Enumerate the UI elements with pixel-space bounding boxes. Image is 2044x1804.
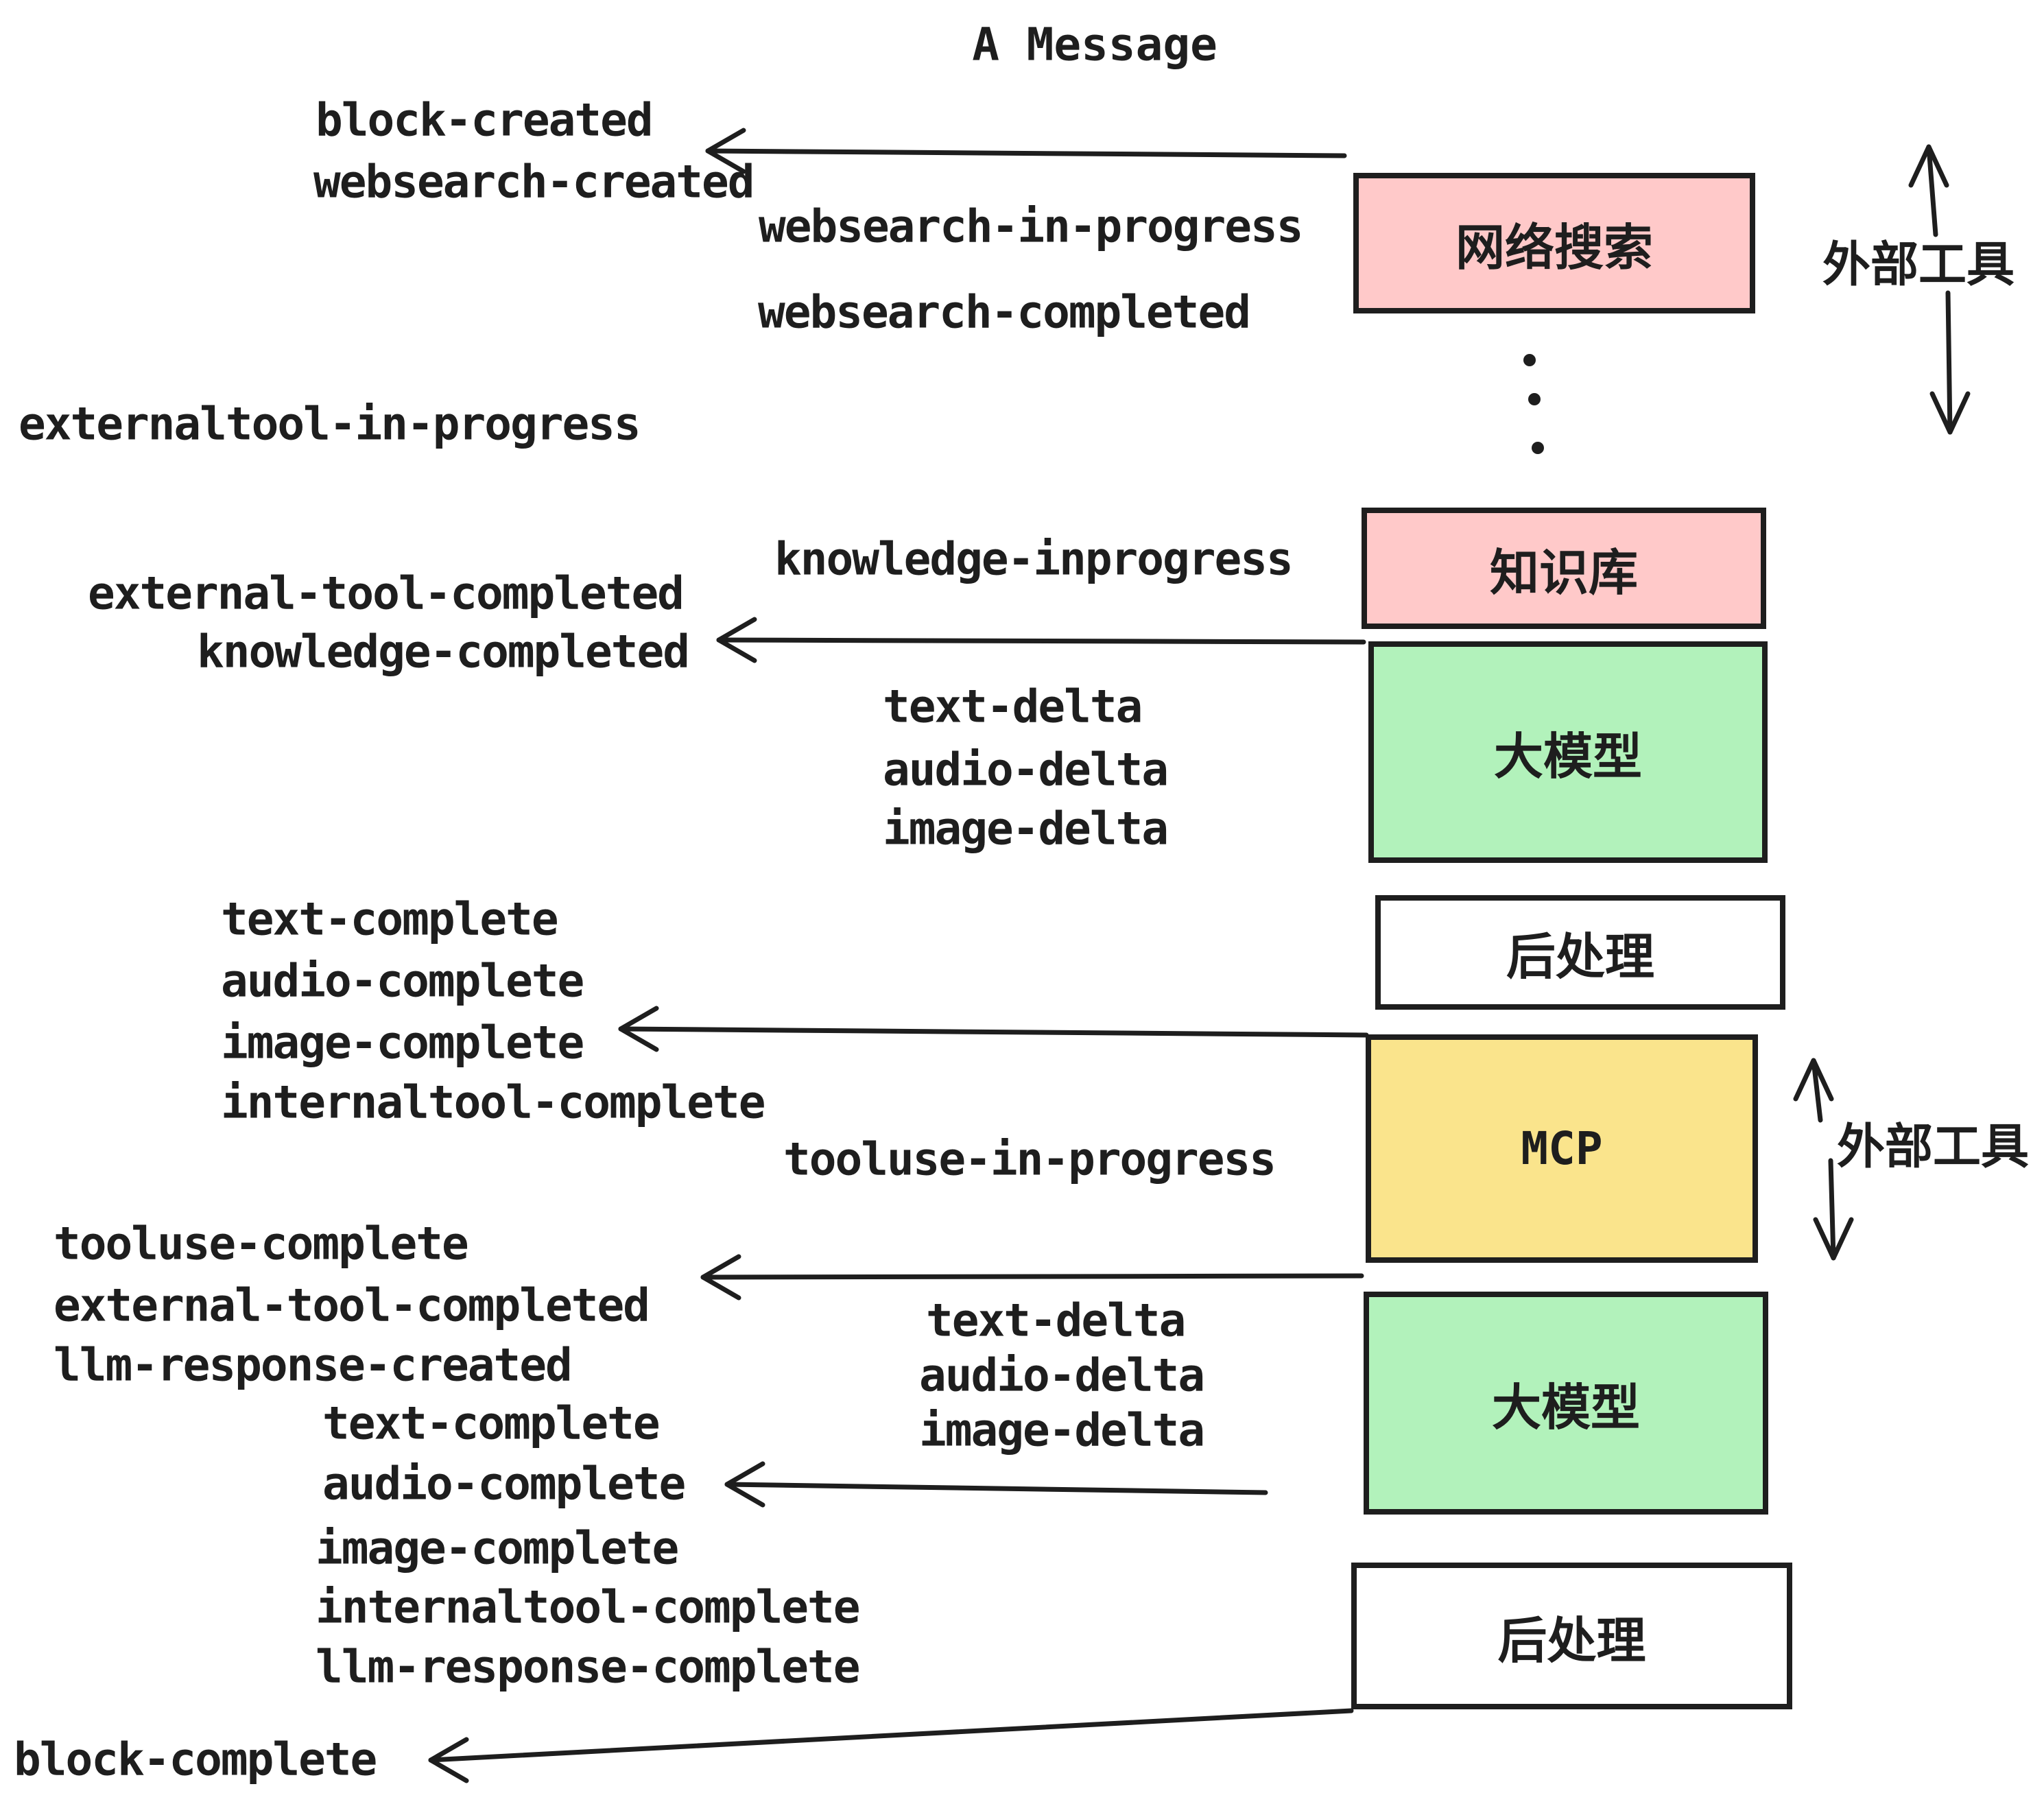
mcp-box-label: MCP xyxy=(1521,1122,1603,1175)
label-audio-delta-1: audio-delta xyxy=(883,743,1169,796)
external-tools-top-down-arrow xyxy=(1945,290,1953,435)
label-text-delta-2: text-delta xyxy=(926,1294,1186,1347)
label-text-complete-2: text-complete xyxy=(322,1397,661,1450)
llm-box-1: 大模型 xyxy=(1368,641,1768,863)
label-llm-response-created: llm-response-created xyxy=(54,1338,573,1392)
label-tooluse-complete: tooluse-complete xyxy=(54,1217,469,1270)
websearch-box-label: 网络搜索 xyxy=(1455,219,1653,276)
llm-box-1-label: 大模型 xyxy=(1493,728,1642,785)
label-websearch-in-progress: websearch-in-progress xyxy=(759,200,1303,253)
label-external-tool-completed-1: external-tool-completed xyxy=(88,567,685,620)
postprocess-box-2-label: 后处理 xyxy=(1497,1611,1646,1670)
arrow-to-tooluse-complete xyxy=(700,1273,1364,1280)
external-tools-mid-down-arrow-head xyxy=(1813,1217,1854,1261)
knowledge-box: 知识库 xyxy=(1362,508,1766,629)
label-external-tools-top: 外部工具 xyxy=(1822,236,2015,293)
label-internaltool-complete-1: internaltool-complete xyxy=(221,1076,765,1129)
label-text-complete-1: text-complete xyxy=(221,892,559,946)
label-knowledge-completed: knowledge-completed xyxy=(197,625,690,678)
llm-box-2-label: 大模型 xyxy=(1491,1379,1640,1436)
external-tools-mid-up-arrow xyxy=(1811,1058,1823,1123)
label-text-delta-1: text-delta xyxy=(883,680,1143,733)
arrow-to-block-complete xyxy=(428,1708,1354,1763)
arrow-to-audio-complete-head xyxy=(724,1461,765,1508)
label-knowledge-inprogress: knowledge-inprogress xyxy=(774,532,1294,586)
arrow-to-block-complete-head xyxy=(428,1737,469,1783)
postprocess-box-1-label: 后处理 xyxy=(1506,928,1654,986)
arrow-to-audio-complete xyxy=(724,1482,1268,1495)
external-tools-top-up-arrow xyxy=(1926,144,1938,237)
label-external-tools-mid: 外部工具 xyxy=(1837,1118,2029,1175)
page-title: A Message xyxy=(972,18,1217,71)
postprocess-box-1: 后处理 xyxy=(1375,895,1785,1010)
llm-box-2: 大模型 xyxy=(1364,1292,1768,1515)
external-tools-top-up-arrow-head xyxy=(1908,144,1949,188)
label-block-created: block-created xyxy=(316,93,654,147)
arrow-to-image-complete xyxy=(618,1026,1369,1038)
label-block-complete: block-complete xyxy=(14,1733,377,1786)
label-image-complete-2: image-complete xyxy=(316,1521,679,1575)
ellipsis-dot-1 xyxy=(1523,354,1536,366)
label-tooluse-in-progress: tooluse-in-progress xyxy=(783,1132,1276,1186)
ellipsis-dot-3 xyxy=(1532,442,1544,454)
label-internaltool-complete-2: internaltool-complete xyxy=(316,1580,860,1634)
external-tools-mid-up-arrow-head xyxy=(1793,1058,1834,1102)
arrow-to-image-complete-head xyxy=(618,1006,659,1052)
label-image-delta-2: image-delta xyxy=(919,1403,1205,1457)
label-websearch-completed: websearch-completed xyxy=(758,285,1251,339)
external-tools-mid-down-arrow xyxy=(1828,1158,1836,1261)
ellipsis-dot-2 xyxy=(1528,393,1541,405)
label-audio-complete-2: audio-complete xyxy=(322,1457,686,1510)
mcp-box: MCP xyxy=(1366,1034,1758,1263)
label-external-tool-completed-2: external-tool-completed xyxy=(54,1279,650,1332)
websearch-box: 网络搜索 xyxy=(1353,173,1755,313)
label-websearch-created: websearch-created xyxy=(313,155,755,209)
label-audio-delta-2: audio-delta xyxy=(919,1349,1205,1402)
arrow-to-tooluse-complete-head xyxy=(700,1254,741,1301)
arrow-to-knowledge-completed-head xyxy=(716,617,757,663)
arrow-to-knowledge-completed xyxy=(716,637,1366,645)
knowledge-box-label: 知识库 xyxy=(1489,544,1638,602)
label-externaltool-in-progress: externaltool-in-progress xyxy=(19,397,641,451)
label-image-delta-1: image-delta xyxy=(883,802,1169,855)
label-audio-complete-1: audio-complete xyxy=(221,954,584,1008)
label-llm-response-complete: llm-response-complete xyxy=(316,1640,860,1694)
arrow-to-block-created xyxy=(705,148,1347,158)
label-image-complete-1: image-complete xyxy=(221,1016,584,1069)
postprocess-box-2: 后处理 xyxy=(1351,1563,1792,1709)
external-tools-top-down-arrow-head xyxy=(1929,391,1971,435)
